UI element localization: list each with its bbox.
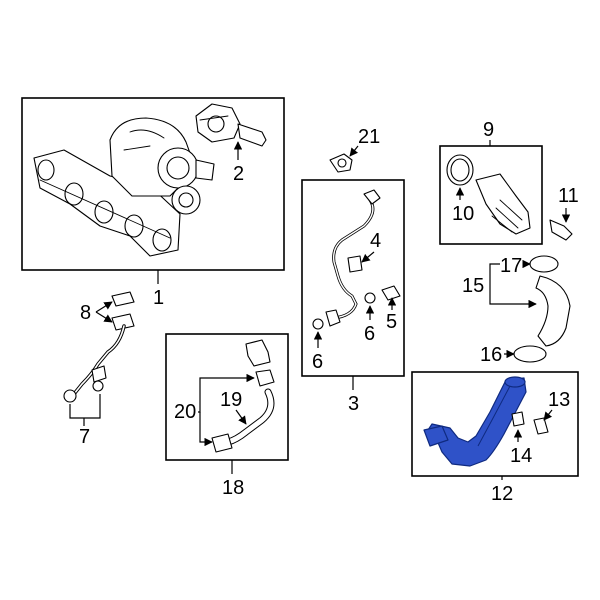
group-box-9 [439, 145, 543, 245]
leader-4 [361, 251, 375, 263]
charge-air-pipe-group [411, 371, 579, 477]
callout-2: 2 [233, 163, 244, 185]
leader-19 [235, 409, 247, 425]
sensor-21 [329, 153, 353, 173]
group-box-1 [21, 97, 285, 271]
callout-1: 1 [153, 287, 164, 309]
exhaust-manifold [33, 149, 181, 257]
bolt-11 [549, 219, 573, 241]
leader-15a [489, 263, 500, 284]
banjo-fitting-bottom [325, 309, 341, 327]
washer-6-left [312, 318, 324, 330]
callout-5: 5 [386, 311, 397, 333]
connector-20-lower [211, 433, 233, 453]
callout-11: 11 [558, 185, 579, 207]
callout-10: 10 [452, 203, 474, 225]
sealing-washer-7a [63, 389, 77, 403]
clamp-4 [347, 255, 363, 273]
intake-hose [475, 173, 531, 235]
banjo-fitting-top [363, 189, 381, 205]
callout-15: 15 [462, 275, 484, 297]
turbocharger-group [21, 97, 285, 271]
solenoid-valve [245, 339, 271, 367]
bolt-5 [381, 285, 401, 301]
clamp-17 [529, 255, 559, 273]
clamp-16 [513, 345, 547, 363]
leader-7 [69, 394, 101, 419]
washer-6-right [364, 292, 376, 304]
callout-17: 17 [500, 255, 522, 277]
callout-18: 18 [222, 477, 244, 499]
turbo-housing [109, 117, 215, 215]
callout-8: 8 [80, 302, 91, 324]
leader-20b [199, 412, 213, 447]
callout-14: 14 [510, 445, 532, 467]
nut-14 [511, 411, 525, 427]
sealing-washer-7b [92, 380, 104, 392]
group-box-18 [165, 333, 289, 461]
callout-4: 4 [370, 230, 381, 252]
intake-hose-group [439, 145, 543, 245]
connector-20-upper [255, 369, 275, 387]
callout-7: 7 [79, 426, 90, 448]
callout-6-left: 6 [312, 351, 323, 373]
leader-13 [543, 409, 553, 421]
leader-8b [95, 311, 113, 323]
hose-fitting [91, 365, 107, 383]
oil-return-line [63, 291, 135, 403]
leader-8a [95, 301, 113, 313]
callout-12: 12 [491, 483, 513, 505]
group-box-12 [411, 371, 579, 477]
callout-20: 20 [174, 401, 196, 423]
callout-19: 19 [220, 389, 242, 411]
oil-feed-line-group [301, 179, 405, 377]
air-hose-15 [535, 275, 571, 347]
group-box-3 [301, 179, 405, 377]
gasket-8-upper [111, 291, 135, 307]
callout-13: 13 [548, 389, 570, 411]
charge-air-hose [513, 255, 571, 363]
callout-16: 16 [480, 344, 502, 366]
vacuum-hose-group [165, 333, 289, 461]
callout-21: 21 [358, 126, 380, 148]
charge-air-pipe-12 [427, 377, 527, 467]
bolt-13 [533, 417, 549, 435]
turbo-actuator [195, 103, 267, 147]
callout-6-right: 6 [364, 323, 375, 345]
gasket-8-lower [111, 313, 135, 331]
leader-15b [489, 284, 537, 309]
leader-20a [198, 373, 255, 413]
leader-21 [349, 145, 359, 157]
callout-3: 3 [348, 393, 359, 415]
callout-9: 9 [483, 119, 494, 141]
